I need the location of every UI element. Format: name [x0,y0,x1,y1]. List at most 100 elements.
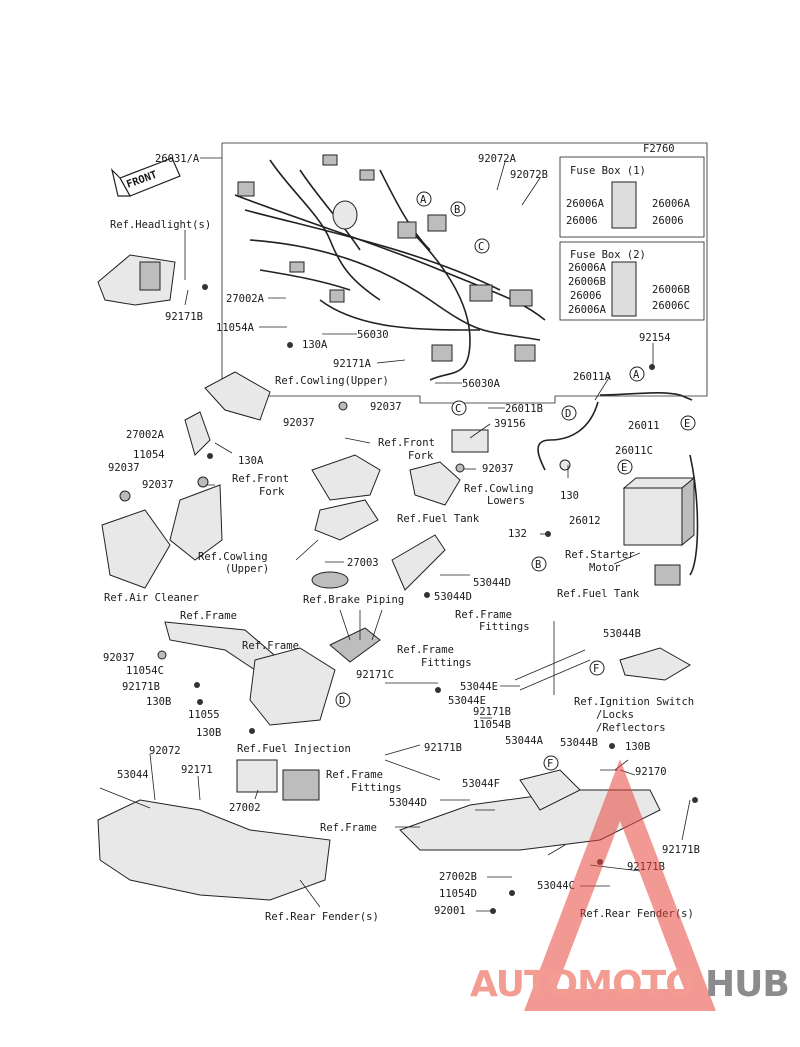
callout-f-2: F [547,758,553,770]
part-39156-icon [451,429,489,453]
label-ref-ignition-b: /Locks [596,709,634,721]
label-ref-rear-fender-1: Ref.Rear Fender(s) [265,911,379,923]
label-ref-starter-b: Motor [589,562,621,574]
label-ref-front-fork-1: Ref.Front [378,437,435,449]
label-ref-air-cleaner: Ref.Air Cleaner [104,592,199,604]
fuse2-left-0: 26006A [568,262,607,274]
label-132: 132 [508,528,527,540]
label-92170: 92170 [635,766,667,778]
label-53044B-b: 53044B [560,737,598,749]
label-ref-front-fork-2: Ref.Front [232,473,289,485]
battery-cable-icon [537,391,693,471]
label-ref-fuel-injection: Ref.Fuel Injection [237,743,351,755]
strip-53044E-icon [514,649,586,681]
label-53044B-a: 53044B [603,628,641,640]
ignition-bracket-icon [619,647,691,681]
label-53044E-b: 53044E [448,695,486,707]
fuse1-right-0: 26006A [652,198,691,210]
strip-53044-icon [99,787,151,809]
label-53044D-b: 53044D [434,591,472,603]
label-130A-a: 130A [302,339,328,351]
label-ref-cowling-lowers-b: Lowers [487,495,525,507]
label-53044: 53044 [117,769,149,781]
label-26012: 26012 [569,515,601,527]
label-92072B: 92072B [510,169,548,181]
label-92037-f: 92037 [103,652,135,664]
rear-fender-left-icon [97,799,331,901]
fuse-box-1: Fuse Box (1) 26006A 26006 26006A 26006 [559,156,705,238]
ecu-icon [236,759,320,801]
label-ref-fuel-tank-2: Ref.Fuel Tank [557,588,640,600]
label-ref-frame-fittings-3: Ref.Frame [326,769,383,781]
side-cover-icon [249,647,336,726]
watermark-left-text: AUTOMOTO [470,964,695,1005]
label-ref-front-fork-1b: Fork [408,450,434,462]
label-27002: 27002 [229,802,261,814]
label-ref-frame-fittings-2b: Fittings [421,657,472,669]
label-27002A-b: 27002A [126,429,165,441]
label-ref-front-fork-2b: Fork [259,486,285,498]
label-ref-frame-fittings-2: Ref.Frame [397,644,454,656]
label-92001: 92001 [434,905,466,917]
label-ref-ignition-c: /Reflectors [596,722,666,734]
harness-frame [221,142,708,404]
fuse1-left-0: 26006A [566,198,605,210]
fuse-box-2: Fuse Box (2) 26006A 26006B 26006 26006A … [559,241,705,321]
label-130A-b: 130A [238,455,264,467]
label-56030: 56030 [357,329,389,341]
upper-bracket-icon [311,454,381,501]
label-ref-frame-fittings-3b: Fittings [351,782,402,794]
label-53044E-a: 53044E [460,681,498,693]
starter-relay-icon [654,564,681,586]
label-92171B-a: 92171B [165,311,203,323]
label-ref-frame-3: Ref.Frame [320,822,377,834]
label-130B-c: 130B [625,741,650,753]
fuse2-left-2: 26006 [570,290,602,302]
label-130: 130 [560,490,579,502]
air-cleaner-duct-icon [101,509,171,589]
callout-a-2: A [633,369,640,381]
label-ref-cowling-lowers: Ref.Cowling [464,483,534,495]
callout-b-2: B [535,559,541,571]
label-92171B-d: 92171B [424,742,462,754]
cowling-lowers-bracket-icon [409,461,461,506]
label-11054C: 11054C [126,665,164,677]
callout-e-2: E [621,462,627,474]
label-27002B: 27002B [439,871,477,883]
relay-bracket-icon [184,411,211,456]
fuse-box-1-title: Fuse Box (1) [570,165,646,177]
label-56030A: 56030A [462,378,501,390]
label-53044D-c: 53044D [389,797,427,809]
label-53044D-a: 53044D [473,577,511,589]
brake-joint-icon [329,627,381,663]
label-92171B-e: 92171B [662,844,700,856]
label-ref-brake-piping: Ref.Brake Piping [303,594,404,606]
fasteners [119,284,698,914]
main-harness-icon [234,154,546,381]
callout-c-2: C [455,403,461,415]
label-ref-frame-fittings-1: Ref.Frame [455,609,512,621]
label-26011B: 26011B [505,403,543,415]
label-26011: 26011 [628,420,660,432]
callout-c-1: C [478,241,484,253]
label-39156: 39156 [494,418,526,430]
fuse2-right-0: 26006B [652,284,690,296]
strip-53044C-icon [547,844,566,856]
front-arrow-icon: FRONT [110,157,181,197]
label-ref-frame-fittings-1b: Fittings [479,621,530,633]
label-11054A: 11054A [216,322,255,334]
label-92171A: 92171A [333,358,372,370]
cowling-stay-icon [204,371,271,421]
watermark-right-text: HUB [705,964,789,1005]
label-ref-headlight: Ref.Headlight(s) [110,219,211,231]
label-ref-fuel-tank-1: Ref.Fuel Tank [397,513,480,525]
label-92171: 92171 [181,764,213,776]
label-130B-b: 130B [196,727,221,739]
strip-53044E-2-icon [519,659,591,691]
label-92072A: 92072A [478,153,517,165]
damper-icon [311,571,349,589]
label-53044A: 53044A [505,735,544,747]
starter-cable-icon [689,454,699,576]
callout-f-1: F [593,663,599,675]
